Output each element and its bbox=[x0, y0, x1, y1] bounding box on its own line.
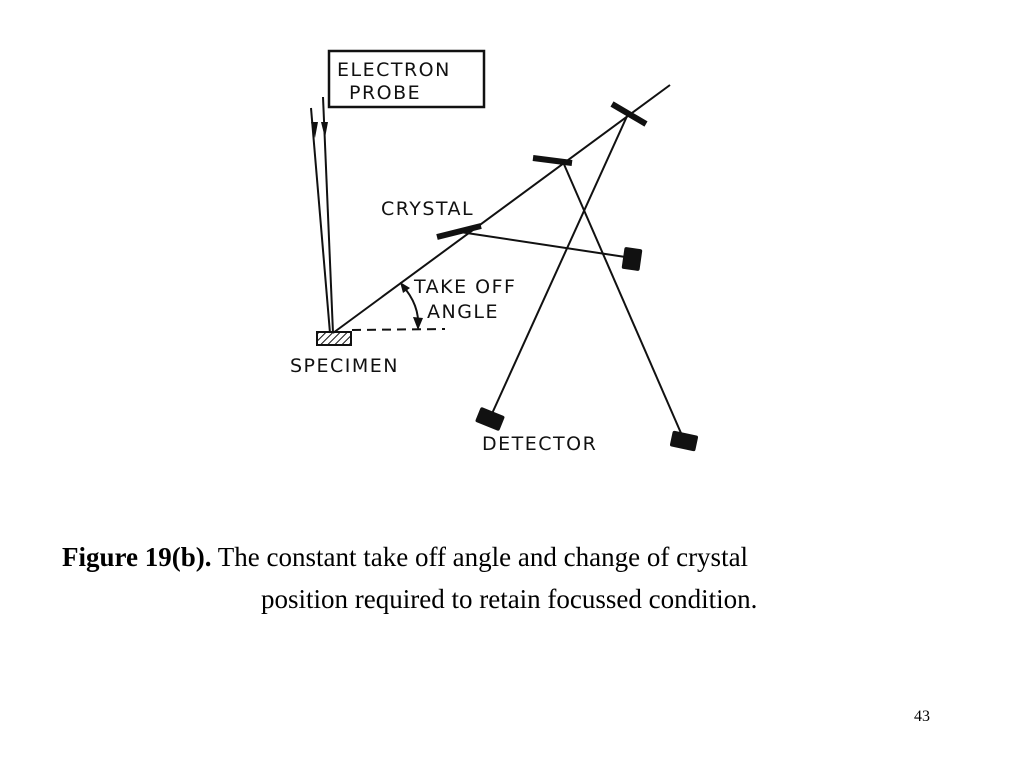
caption-text-line1: The constant take off angle and change o… bbox=[217, 542, 749, 572]
beam-arrow-right bbox=[321, 122, 328, 138]
focusing-geometry-diagram: ELECTRON PROBE SPECIMEN TAKE OFF ANGLE C… bbox=[290, 49, 699, 455]
diffracted-ray-1 bbox=[459, 231, 633, 259]
specimen-label: SPECIMEN bbox=[290, 355, 399, 377]
figure-label: Figure 19(b). bbox=[62, 542, 212, 572]
electron-probe-label-line2: PROBE bbox=[349, 82, 421, 104]
crystal-position-1 bbox=[436, 223, 482, 240]
take-off-ray bbox=[332, 84, 671, 334]
specimen bbox=[316, 331, 352, 346]
angle-arrow-top bbox=[400, 282, 410, 293]
crystal-label: CRYSTAL bbox=[381, 198, 474, 220]
diffracted-ray-3 bbox=[489, 113, 629, 419]
caption-text-line2: position required to retain focussed con… bbox=[261, 584, 758, 614]
horizontal-reference-dashed bbox=[351, 328, 446, 331]
detector-position-3 bbox=[475, 407, 505, 431]
take-off-angle-label-line1: TAKE OFF bbox=[413, 276, 516, 298]
detector-position-1 bbox=[621, 247, 643, 271]
detector-position-2 bbox=[669, 430, 699, 452]
crystal-position-2 bbox=[532, 155, 573, 166]
electron-probe-box bbox=[327, 49, 486, 109]
beam-arrow-left bbox=[311, 122, 318, 138]
figure-caption: Figure 19(b). The constant take off angl… bbox=[62, 536, 962, 620]
crystal-position-3 bbox=[610, 101, 648, 127]
take-off-angle-label-line2: ANGLE bbox=[427, 301, 499, 323]
electron-beam bbox=[310, 96, 334, 334]
diffracted-ray-2 bbox=[562, 161, 685, 441]
electron-probe-label-line1: ELECTRON bbox=[337, 59, 451, 81]
angle-arrow-bottom bbox=[413, 317, 423, 330]
detector-label: DETECTOR bbox=[482, 433, 597, 455]
electron-probe-label: ELECTRON PROBE bbox=[327, 49, 486, 109]
page-number: 43 bbox=[914, 708, 930, 725]
